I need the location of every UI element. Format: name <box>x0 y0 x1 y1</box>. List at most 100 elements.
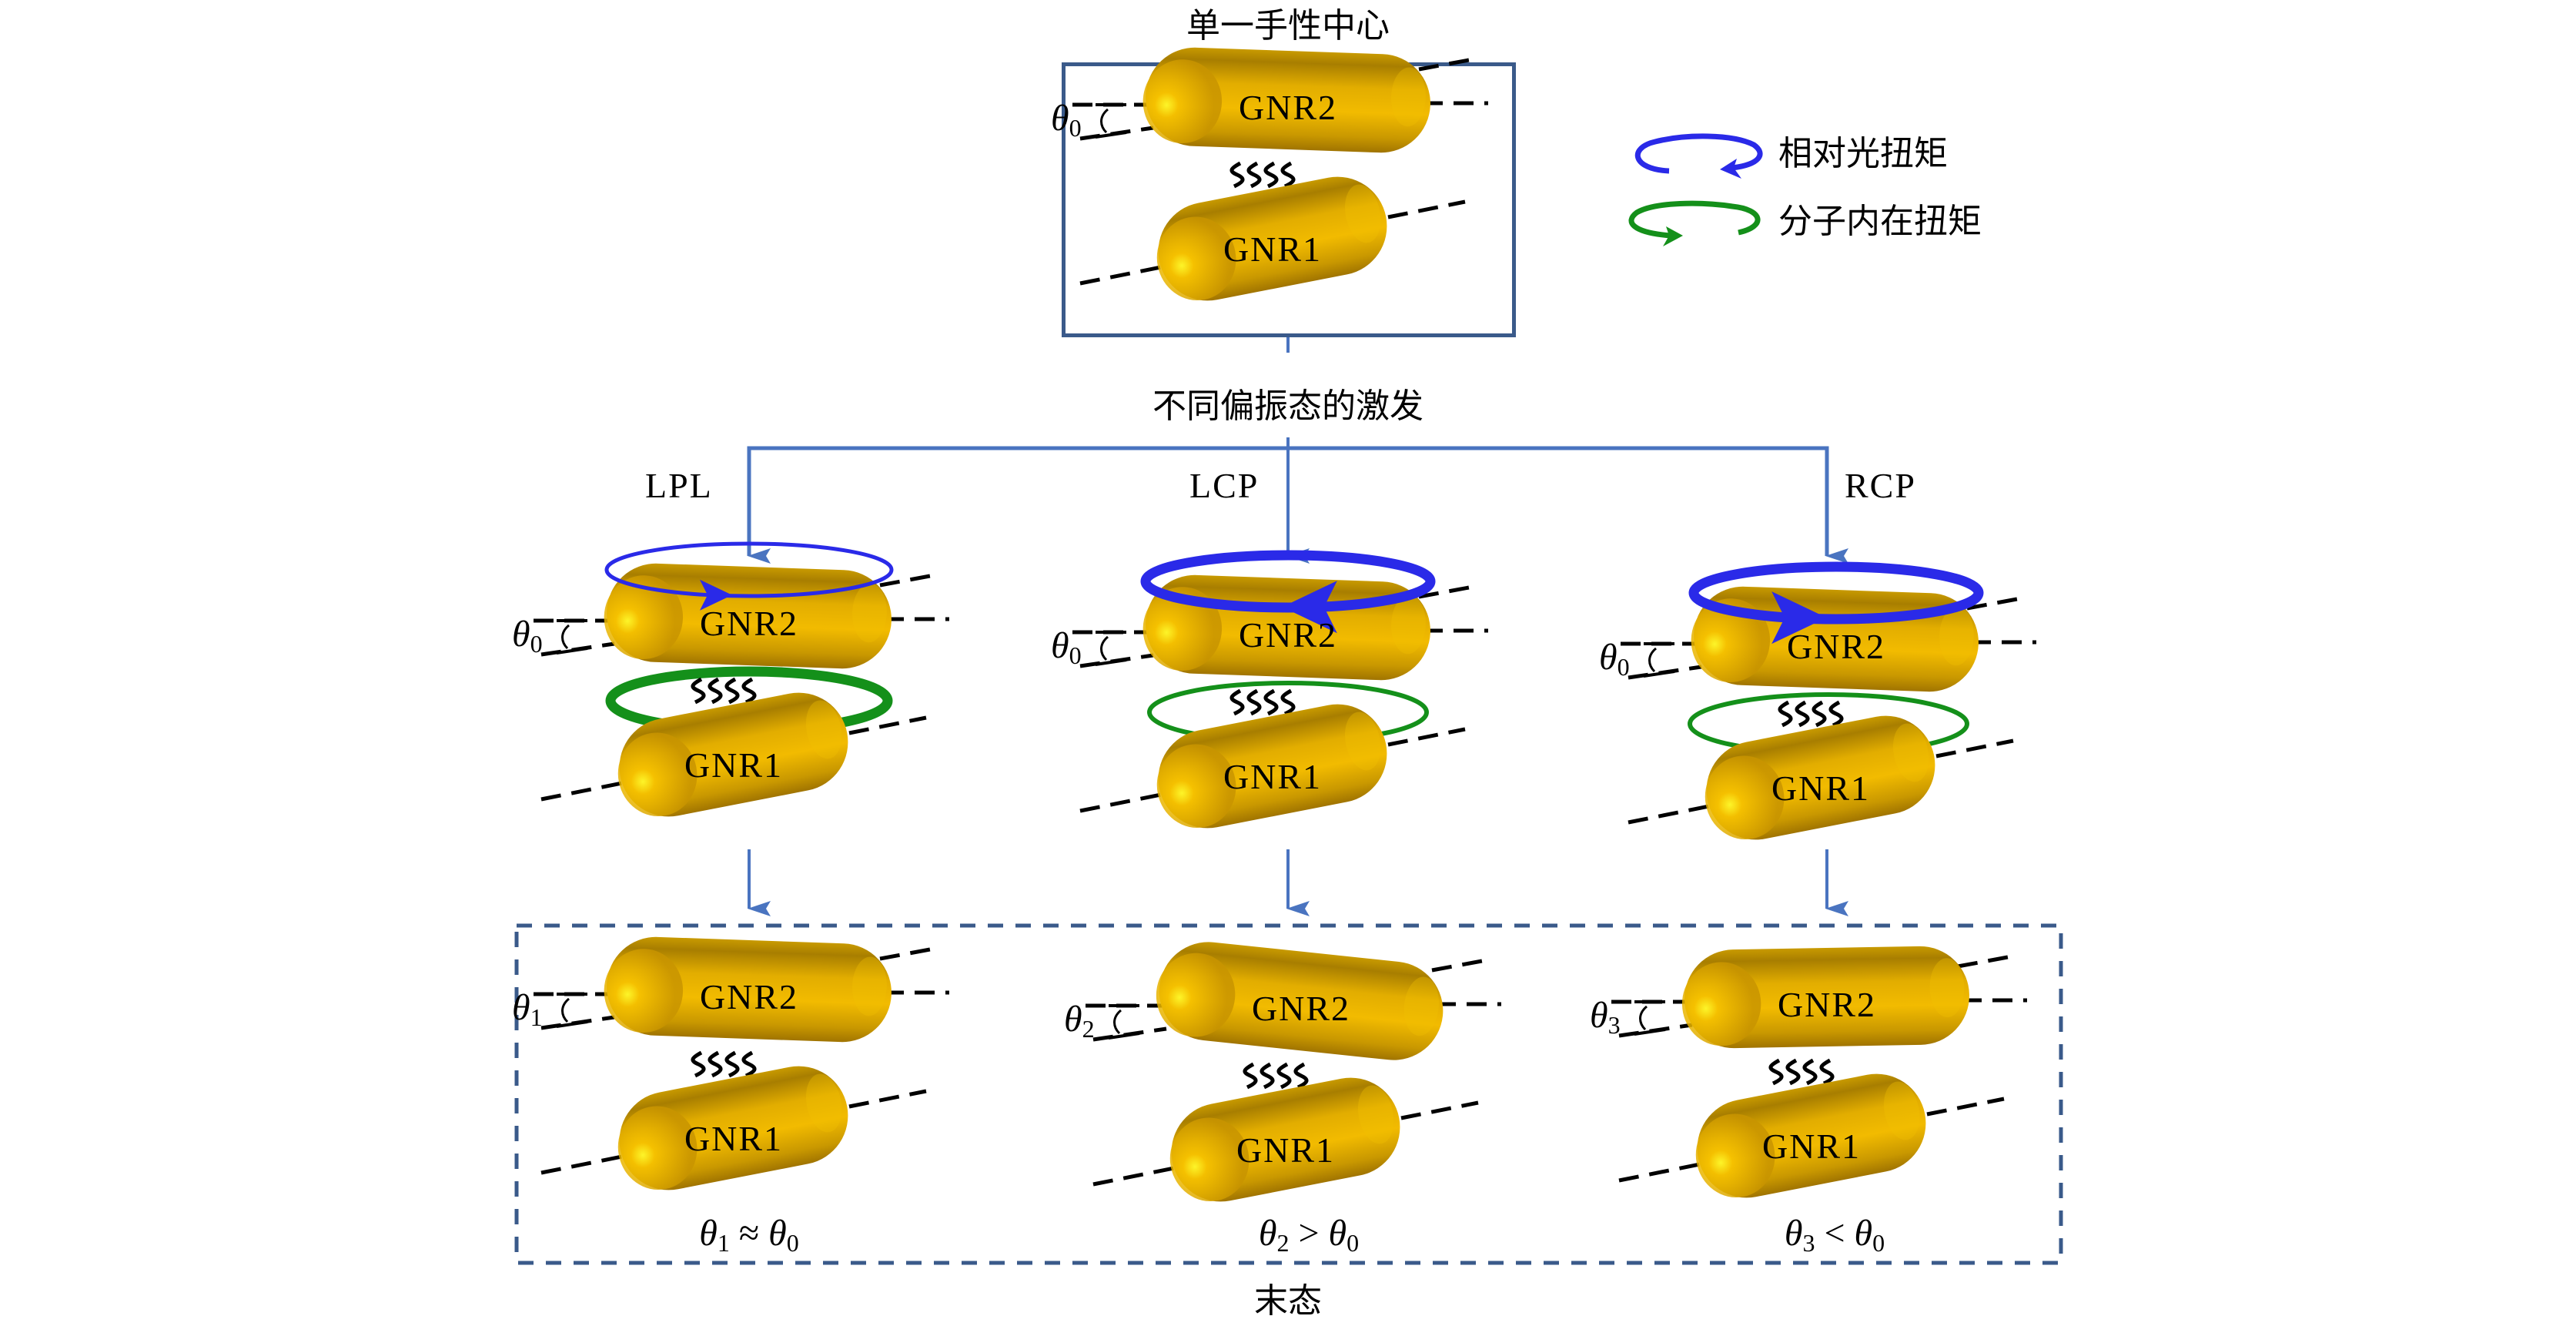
rod-gnr1 <box>1169 1077 1400 1202</box>
axis-top-tilted-right <box>879 574 931 588</box>
linker-spring <box>741 1050 757 1078</box>
linker-spring <box>1280 161 1296 189</box>
molecular-linkers <box>691 677 757 705</box>
linker-spring <box>1243 1062 1258 1090</box>
final-state-label: 末态 <box>1254 1281 1322 1321</box>
linker-spring <box>1778 700 1793 728</box>
rod-pair-graphic <box>1621 561 2036 840</box>
counterclockwise-arrow-loop-icon <box>1634 133 1763 179</box>
rod-gnr2 <box>604 936 892 1043</box>
linker-spring <box>1260 1062 1275 1090</box>
rod-pair-graphic <box>1086 942 1501 1202</box>
final-relation-lpl: θ1 ≈ θ0 <box>699 1213 799 1257</box>
clockwise-arrow-loop-icon <box>1628 200 1761 246</box>
linker-spring <box>724 1050 740 1078</box>
polarization-label-rcp: RCP <box>1845 466 1916 505</box>
angle-label: θ0 <box>1051 625 1082 669</box>
rod-pair-graphic <box>1072 550 1488 829</box>
rod-gnr1 <box>617 692 848 817</box>
rod-gnr1 <box>1156 176 1387 301</box>
polarization-label-lcp: LCP <box>1189 466 1260 505</box>
linker-spring <box>1293 1062 1309 1090</box>
molecular-linkers <box>1778 700 1844 728</box>
rod-label-gnr1: GNR1 <box>1761 1127 1862 1166</box>
linker-spring <box>1229 688 1245 716</box>
axis-bottom-right <box>1935 738 2014 758</box>
axis-top-tilted-right <box>1957 955 2009 969</box>
light-torque-ring <box>1688 561 1984 645</box>
angle-label: θ2 <box>1064 999 1095 1043</box>
axis-bottom-right <box>848 1089 927 1109</box>
axis-bottom-left <box>1628 803 1714 825</box>
rod-label-gnr1: GNR1 <box>1771 768 1871 808</box>
final-relation-lcp: θ2 > θ0 <box>1258 1213 1360 1257</box>
excitation-label: 不同偏振态的激发 <box>1153 387 1423 426</box>
molecular-linkers <box>1243 1062 1309 1090</box>
linker-spring <box>1819 1058 1835 1086</box>
light-torque-ring <box>1140 550 1436 634</box>
legend-label-intrinsic-torque: 分子内在扭矩 <box>1778 202 1982 241</box>
angle-label: θ0 <box>512 614 543 658</box>
rod-pair-graphic <box>1072 47 1488 301</box>
rod-label-gnr2: GNR2 <box>1238 615 1338 655</box>
linker-spring <box>1246 688 1262 716</box>
axis-top-tilted-right <box>1418 585 1470 599</box>
angle-label: θ3 <box>1590 995 1621 1039</box>
rod-gnr1 <box>1705 715 1935 840</box>
axis-bottom-left <box>1079 264 1166 286</box>
angle-arc <box>1648 647 1658 673</box>
axis-bottom-left <box>1079 792 1166 813</box>
axis-top-tilted-right <box>879 947 931 961</box>
rod-gnr2 <box>1681 946 1969 1049</box>
molecular-linkers <box>1768 1058 1835 1086</box>
angle-ref-line <box>1108 1032 1140 1040</box>
axis-bottom-right <box>1400 1100 1479 1120</box>
arrow-right-icon <box>1771 591 1827 645</box>
rod-pair-graphic <box>534 936 949 1190</box>
rod-gnr2 <box>604 563 892 669</box>
rod-gnr1 <box>1156 704 1387 829</box>
linker-spring <box>1795 700 1810 728</box>
axis-bottom-left <box>540 1154 627 1175</box>
rod-gnr2 <box>1156 942 1444 1060</box>
rod-label-gnr1: GNR1 <box>1236 1130 1336 1170</box>
angle-label: θ0 <box>1599 637 1630 681</box>
axis-top-tilted-right <box>1431 959 1483 973</box>
linker-spring <box>1812 700 1827 728</box>
axis-bottom-right <box>1387 199 1466 219</box>
rod-label-gnr1: GNR1 <box>684 1119 784 1158</box>
rod-label-gnr2: GNR2 <box>1777 985 1877 1024</box>
light-torque-ring <box>604 541 894 611</box>
angle-ref-line <box>556 1020 588 1028</box>
angle-arc <box>1639 1005 1648 1031</box>
angle-ref-line <box>1643 670 1675 678</box>
axis-bottom-right <box>1387 727 1466 747</box>
linker-spring <box>1229 161 1245 189</box>
rod-label-gnr2: GNR2 <box>1251 989 1351 1028</box>
linker-spring <box>1768 1058 1784 1086</box>
polarization-label-lpl: LPL <box>645 466 713 505</box>
initial-state-title: 单一手性中心 <box>1186 6 1390 45</box>
axis-top-tilted-right <box>1966 597 2018 611</box>
arrow-left-icon <box>1282 581 1337 634</box>
linker-spring <box>741 677 757 705</box>
axis-bottom-left <box>1618 1161 1705 1183</box>
rod-label-gnr2: GNR2 <box>699 977 799 1016</box>
angle-arc <box>561 624 570 650</box>
molecular-linkers <box>1229 161 1296 189</box>
linker-spring <box>1785 1058 1801 1086</box>
molecular-linkers <box>1229 688 1296 716</box>
linker-spring <box>1828 700 1844 728</box>
rod-label-gnr1: GNR1 <box>1223 229 1323 269</box>
axis-top-tilted-right <box>1418 58 1470 72</box>
angle-ref-line <box>1634 1028 1666 1036</box>
axis-bottom-left <box>540 780 627 802</box>
angle-arc <box>1113 1009 1122 1035</box>
linker-spring <box>1263 161 1279 189</box>
linker-spring <box>691 1050 706 1078</box>
linker-spring <box>708 677 723 705</box>
legend-item-light-torque: 相对光扭矩 <box>1624 131 2086 179</box>
rod-gnr1 <box>617 1066 848 1190</box>
rod-pair-graphic <box>1611 946 2027 1198</box>
